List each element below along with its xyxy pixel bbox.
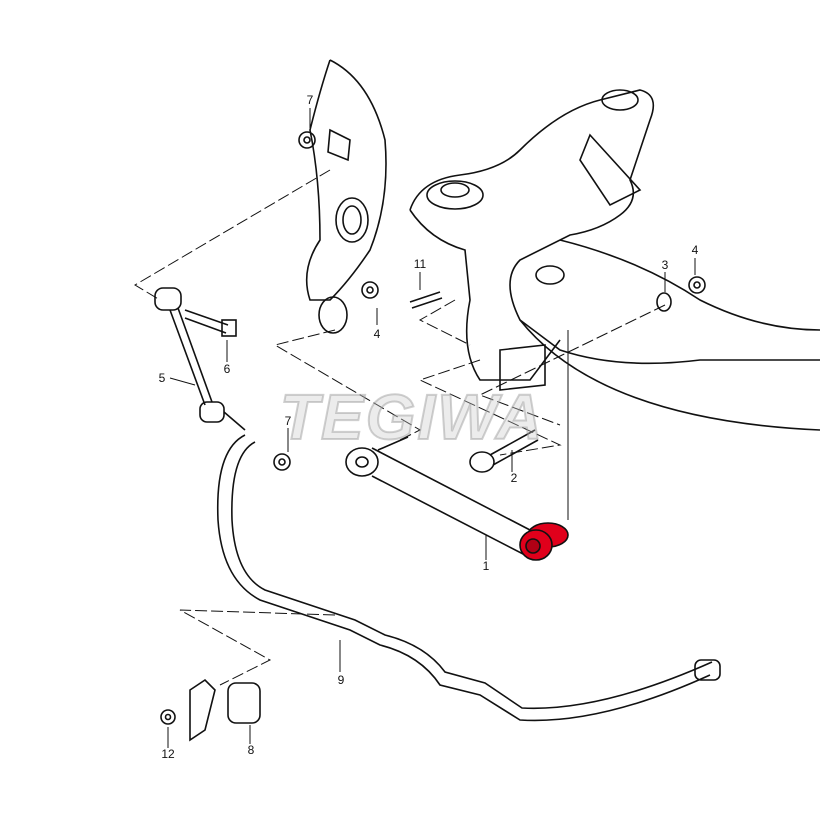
label-6: 6 (223, 362, 231, 376)
subframe (409, 89, 821, 431)
label-7: 7 (306, 93, 314, 107)
watermark-logo: TEGIWA (279, 380, 545, 454)
bolt (184, 309, 237, 337)
label-1: 1 (482, 559, 490, 573)
label-9: 9 (337, 673, 345, 687)
label-4: 4 (691, 243, 699, 257)
label-7: 7 (284, 414, 292, 428)
steering-knuckle (305, 59, 387, 334)
label-8: 8 (247, 743, 255, 757)
bolt-2 (469, 429, 539, 473)
highlighted-bushing (519, 522, 569, 561)
assembly-lines (134, 169, 666, 686)
nuts (160, 131, 706, 725)
label-5: 5 (158, 371, 166, 385)
leader-lines (167, 108, 696, 748)
label-12: 12 (161, 747, 175, 761)
stabilizer-bar (216, 434, 721, 722)
control-arm (345, 436, 531, 556)
mount-bracket (189, 678, 261, 742)
stabilizer-link (154, 287, 246, 431)
label-2: 2 (510, 471, 518, 485)
label-3: 3 (661, 258, 669, 272)
label-11: 11 (413, 257, 427, 271)
bolt-11 (409, 291, 443, 309)
label-4: 4 (373, 327, 381, 341)
